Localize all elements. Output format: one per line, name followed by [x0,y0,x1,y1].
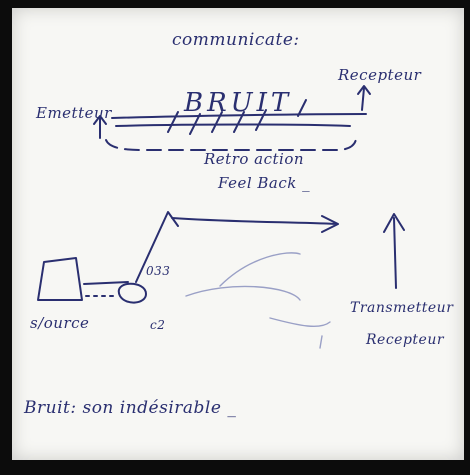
emitter-label: Emetteur [36,104,112,122]
signal-diagonal [135,211,179,283]
paper-sheet [12,8,464,460]
signal-arrow [171,215,339,233]
emitter-arrow [93,115,107,139]
transmitter-label: Transmetteur [350,300,454,316]
faint-loop-4 [319,335,323,349]
noise-hatch-4 [233,111,245,133]
channel-line [111,113,367,119]
noise-label: BRUIT [184,88,293,118]
noise-hatch-3 [211,111,223,133]
feedback-dashed [105,133,358,151]
feedback-label-2: Feel Back _ [218,174,311,192]
faint-loop-1 [185,285,301,301]
noise-hatch-6 [297,99,307,117]
receiver-code-label: c2 [150,318,166,332]
vertical-arrow [383,213,405,289]
noise-definition: Bruit: son indésirable _ [24,398,237,418]
noise-hatch-1 [167,111,179,133]
source-label: s/ource [30,314,90,332]
feedback-label-1: Retro action [204,150,305,168]
code-label: 033 [146,264,171,278]
noise-hatch-2 [189,113,201,135]
faint-loop-3 [269,317,331,327]
emitter-loop [117,282,147,304]
source-link [83,281,129,285]
faint-loop-2 [219,252,301,287]
receiver-bottom-label: Recepteur [366,332,445,348]
source-box [37,257,83,301]
receiver-arrow [357,85,371,111]
diagram-title: communicate: [172,30,300,50]
channel-underline [115,123,351,127]
noise-hatch-5 [255,109,267,131]
receiver-label: Recepteur [338,66,422,84]
